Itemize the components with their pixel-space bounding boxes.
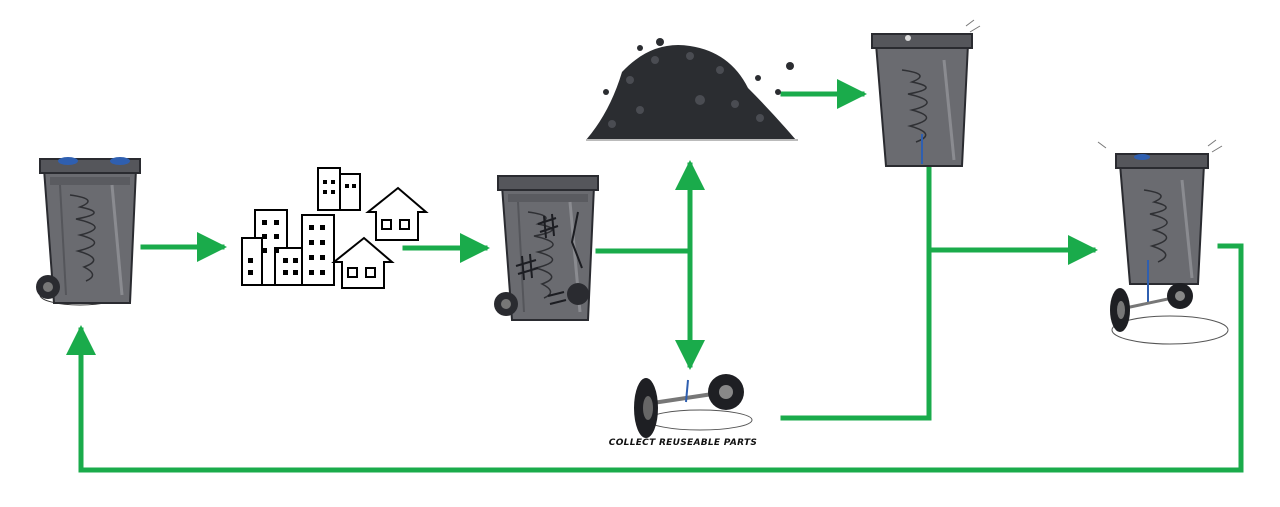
city-houses-icon	[241, 167, 429, 289]
flow-arrows	[66, 79, 1244, 473]
wheelie-bin-icon	[34, 157, 142, 306]
reassembled-bin-icon	[1097, 139, 1229, 345]
caption-reusable-parts: COLLECT REUSEABLE PARTS	[608, 438, 758, 448]
line-body-down	[780, 165, 932, 421]
bin-body-icon	[871, 19, 981, 167]
arrow-return-loop	[66, 243, 1244, 473]
damaged-bin-icon	[492, 174, 600, 322]
wheels-axle-icon	[634, 374, 753, 438]
plastic-granules-pile-icon	[586, 38, 798, 141]
